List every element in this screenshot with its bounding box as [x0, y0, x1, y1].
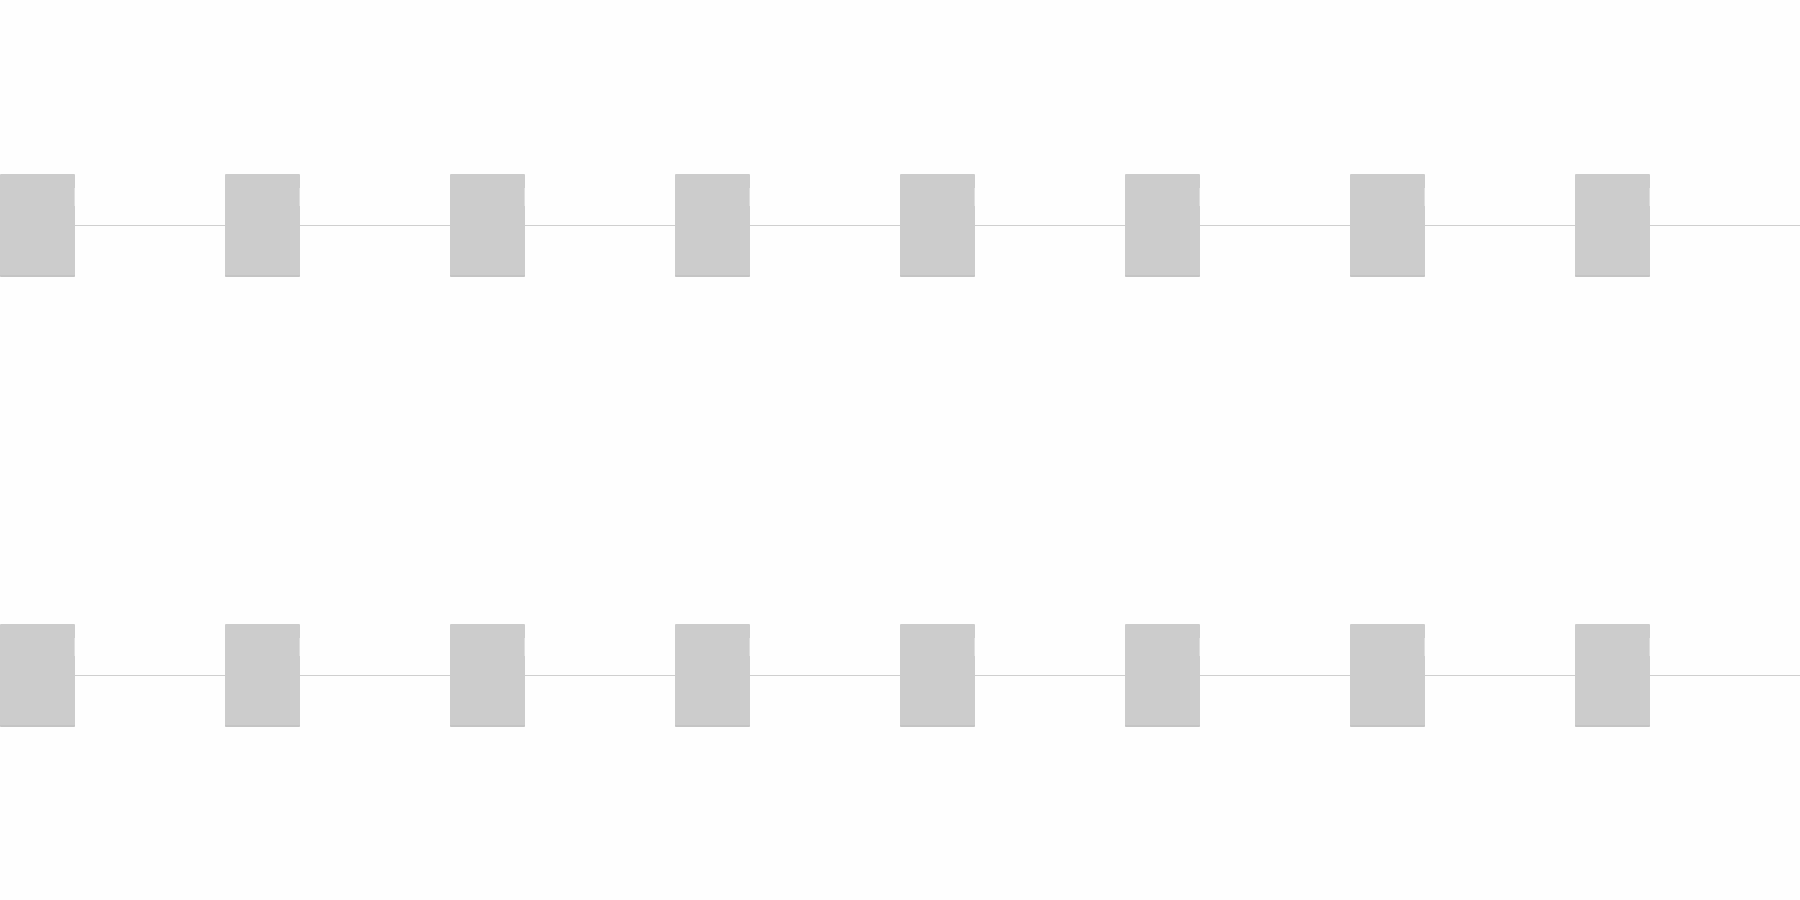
block-notch — [749, 638, 751, 656]
track-bottom — [0, 624, 1800, 728]
block-2 — [225, 174, 301, 277]
block-notch — [1424, 188, 1426, 206]
block-shade — [0, 725, 75, 727]
block-3 — [450, 174, 526, 277]
block-7 — [1350, 174, 1426, 277]
block-notch — [524, 638, 526, 656]
block-notch — [524, 188, 526, 206]
block-shade — [1350, 725, 1425, 727]
block-5 — [900, 624, 976, 727]
block-shade — [450, 275, 525, 277]
block-notch — [749, 188, 751, 206]
block-shade — [450, 725, 525, 727]
block-6 — [1125, 624, 1201, 727]
block-shade — [1125, 275, 1200, 277]
block-notch — [1649, 638, 1651, 656]
block-shade — [1350, 275, 1425, 277]
block-shade — [1125, 725, 1200, 727]
block-shade — [225, 725, 300, 727]
block-1 — [0, 174, 76, 277]
block-5 — [900, 174, 976, 277]
block-6 — [1125, 174, 1201, 277]
block-shade — [0, 275, 75, 277]
block-8 — [1575, 174, 1651, 277]
track-top — [0, 174, 1800, 278]
block-notch — [1424, 638, 1426, 656]
block-notch — [74, 188, 76, 206]
block-8 — [1575, 624, 1651, 727]
block-shade — [225, 275, 300, 277]
block-shade — [1575, 725, 1650, 727]
block-shade — [1575, 275, 1650, 277]
block-notch — [1199, 188, 1201, 206]
block-4 — [675, 624, 751, 727]
block-notch — [974, 188, 976, 206]
block-shade — [900, 725, 975, 727]
block-shade — [900, 275, 975, 277]
block-shade — [675, 725, 750, 727]
block-notch — [1199, 638, 1201, 656]
block-4 — [675, 174, 751, 277]
block-notch — [74, 638, 76, 656]
block-shade — [675, 275, 750, 277]
block-1 — [0, 624, 76, 727]
block-notch — [1649, 188, 1651, 206]
block-7 — [1350, 624, 1426, 727]
block-notch — [299, 188, 301, 206]
block-notch — [974, 638, 976, 656]
block-3 — [450, 624, 526, 727]
block-2 — [225, 624, 301, 727]
block-notch — [299, 638, 301, 656]
